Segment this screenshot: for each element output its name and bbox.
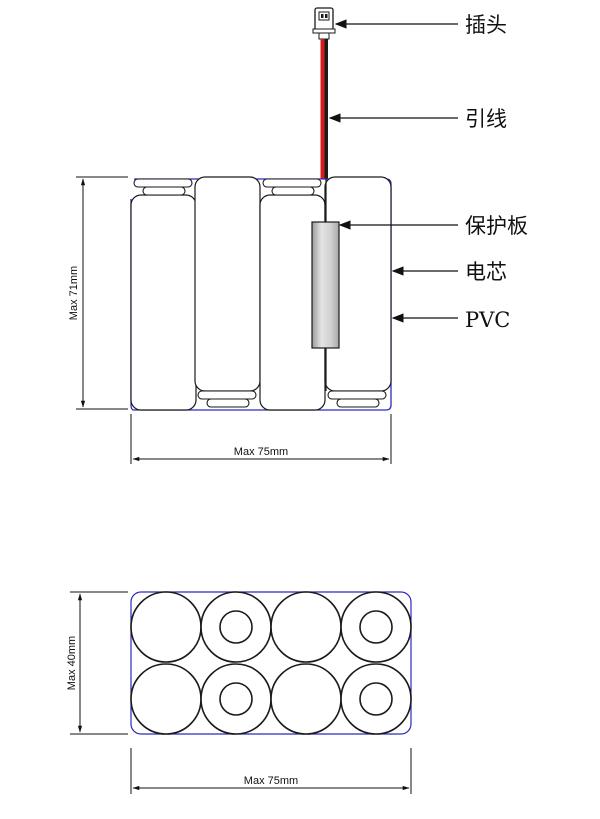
side-height-label: Max 71mm <box>68 266 80 320</box>
callout-plug-label: 插头 <box>465 13 507 37</box>
top-height-dimension: Max 40mm <box>66 591 128 735</box>
pvc-wrap-outline <box>130 178 392 411</box>
protection-board <box>311 179 340 391</box>
top-width-dimension: Max 75mm <box>130 748 412 794</box>
callout-cell: 电芯 <box>391 260 507 284</box>
lead-wire <box>320 39 328 179</box>
callout-pcb-label: 保护板 <box>465 214 528 238</box>
cell-top-circle <box>270 591 342 663</box>
cell-top-circle <box>130 663 202 735</box>
cell-body <box>194 176 261 392</box>
side-width-label: Max 75mm <box>234 446 288 458</box>
side-view <box>130 7 392 411</box>
side-height-dimension: Max 71mm <box>68 176 128 410</box>
cell-terminal-circle <box>359 682 393 716</box>
top-height-label: Max 40mm <box>66 636 78 690</box>
callout-cell-label: 电芯 <box>465 260 507 284</box>
cell-end-caps-top <box>133 178 322 196</box>
callout-pvc: PVC <box>391 308 510 332</box>
cell-body <box>130 194 197 411</box>
side-width-dimension: Max 75mm <box>130 414 392 464</box>
callout-wire-label: 引线 <box>465 107 507 131</box>
callout-pcb: 保护板 <box>338 214 528 238</box>
cell-top-circle <box>270 663 342 735</box>
top-view-wrap-outline <box>130 591 412 735</box>
cell-terminal-circle <box>219 682 253 716</box>
top-view <box>130 591 412 735</box>
callout-plug: 插头 <box>334 13 507 37</box>
plug-connector <box>312 7 336 40</box>
top-view-cells <box>130 591 412 735</box>
callout-wire: 引线 <box>328 107 507 131</box>
top-width-label: Max 75mm <box>244 775 298 787</box>
cell-end-caps-bottom <box>197 390 387 408</box>
cell-terminal-circle <box>219 610 253 644</box>
callouts: 插头 引线 保护板 电芯 PVC <box>328 13 528 332</box>
callout-pvc-label: PVC <box>465 308 510 332</box>
cell-terminal-circle <box>359 610 393 644</box>
cell-top-circle <box>130 591 202 663</box>
